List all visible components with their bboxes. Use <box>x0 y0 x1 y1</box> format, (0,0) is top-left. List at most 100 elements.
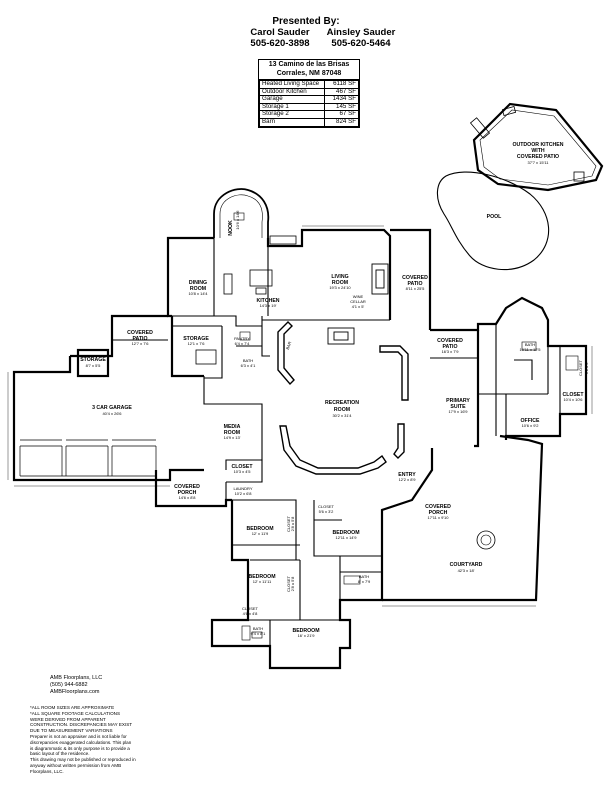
covered-patio-right-label: COVERED <box>402 275 428 281</box>
bedroom-1-label: BEDROOM <box>246 526 273 532</box>
kitchen-fixtures <box>195 235 297 365</box>
room-labels: OUTDOOR KITCHEN WITH COVERED PATIO 37'7 … <box>80 142 589 638</box>
closet-b-dim: 10'4 x 10'6 <box>563 397 583 402</box>
storage-house-dim: 12'1 x 7'6 <box>188 341 206 346</box>
primary-suite-label: PRIMARY <box>446 398 470 404</box>
agent-name: Carol Sauder <box>250 27 310 38</box>
closet-bed3-label: CLOSET <box>286 575 291 592</box>
closet-bed2-dim: 5'6 x 3'2 <box>319 509 334 514</box>
pantry-dim: 6'4 x 7'4 <box>235 341 250 346</box>
covered-patio-primary-dim: 16'3 x 7'9 <box>442 349 460 354</box>
outdoor-kitchen-dim: 37'7 x 15'11 <box>527 160 549 165</box>
closet-hall-label: CLOSET <box>231 464 253 470</box>
credit-website: AMBFloorplans.com <box>50 689 100 695</box>
covered-patio-primary-label-2: PATIO <box>442 344 457 350</box>
disclaimer-line: *ALL ROOM SIZES ARE APPROXIMATE <box>30 705 115 710</box>
nook-bay <box>213 188 270 238</box>
disclaimer-line: Floorplans, LLC. <box>30 768 64 774</box>
storage-garage-label: STORAGE <box>80 357 106 363</box>
living-dim: 19'3 x 24'10 <box>329 285 351 290</box>
agent-phone: 505-620-5464 <box>331 38 391 49</box>
covered-patio-right-dim: 8'11 x 25'5 <box>406 286 426 291</box>
closet-a-dim: 9'1 x 6' <box>584 362 589 375</box>
courtyard-dim: 42'3 x 18' <box>458 568 475 573</box>
covered-porch-entry-label: COVERED <box>425 504 451 510</box>
outdoor-kitchen-structure <box>469 102 604 192</box>
closet-bed2-label: CLOSET <box>318 504 335 509</box>
closet-b-label: CLOSET <box>562 392 584 398</box>
disclaimer-line: is diagrammatic & its only purpose is to… <box>30 745 130 751</box>
bedroom-1-dim: 12' x 11'9 <box>252 531 269 536</box>
presented-by-heading: Presented By: <box>272 16 340 27</box>
covered-patio-left-dim: 12'7 x 7'6 <box>132 341 150 346</box>
dining-dim: 10'8 x 14'4 <box>188 291 208 296</box>
storage-house-label: STORAGE <box>183 336 209 342</box>
agent-card-2: Ainsley Sauder 505-620-5464 <box>316 27 406 49</box>
pool-shape <box>436 171 550 271</box>
credit-company: AMB Floorplans, LLC <box>50 675 103 681</box>
bedroom-2-label: BEDROOM <box>332 530 359 536</box>
closet-bed4-label: CLOSET <box>242 606 259 611</box>
outdoor-kitchen-label-2: WITH <box>531 148 545 154</box>
bath-bed2-label: BATH <box>359 574 369 579</box>
entry-dim: 12'2 x 8'9 <box>399 477 417 482</box>
disclaimer-line: This drawing may not be published or rep… <box>30 757 136 763</box>
media-room-dim: 14'9 x 13' <box>224 435 241 440</box>
bath-bed4-label: BATH <box>253 626 263 631</box>
recreation-room-dim: 30'2 x 31'4 <box>332 413 352 418</box>
area-label: Barn <box>258 117 326 127</box>
wine-cellar-label-2: CELLAR <box>350 299 366 304</box>
disclaimer-line: DUE TO MEASUREMENT VARIATIONS <box>30 728 113 734</box>
area-summary-box: 13 Camino de las Brisas Corrales, NM 870… <box>258 59 360 128</box>
kitchen-label: KITCHEN <box>256 298 279 304</box>
credit-phone: (505) 944-6882 <box>50 682 88 688</box>
bedroom-3-label: BEDROOM <box>248 574 275 580</box>
media-room-label-2: ROOM <box>224 430 240 436</box>
living-label: LIVING <box>331 274 348 280</box>
preparer-credit: AMB Floorplans, LLC (505) 944-6882 AMBFl… <box>50 675 102 696</box>
covered-porch-left-label: COVERED <box>174 484 200 490</box>
agent-card-1: Carol Sauder 505-620-3898 <box>240 27 320 49</box>
primary-bath-label: BATH <box>525 342 535 347</box>
disclaimer-line: discrepancies exaggerated calculations. … <box>30 739 132 745</box>
pantry-label: PANTRY <box>234 336 250 341</box>
area-value: 824 SF <box>324 117 359 127</box>
property-address: 13 Camino de las Brisas Corrales, NM 870… <box>259 60 359 80</box>
address-line-1: 13 Camino de las Brisas <box>268 61 350 68</box>
office-dim: 10'6 x 9'2 <box>522 423 540 428</box>
outdoor-kitchen-label: OUTDOOR KITCHEN <box>512 142 563 148</box>
disclaimer-line: basic layout of the residence. <box>30 751 90 757</box>
bath-half-label: BATH <box>243 358 253 363</box>
address-line-2: Corrales, NM 87048 <box>276 69 342 77</box>
disclaimer-text: *ALL ROOM SIZES ARE APPROXIMATE *ALL SQU… <box>30 705 280 775</box>
primary-bath-dim: 19'11 x 12'5 <box>519 347 541 352</box>
closet-hall-dim: 10'3 x 4'5 <box>234 469 252 474</box>
wine-cellar-label: WINE <box>353 294 364 299</box>
laundry-dim: 10'2 x 6'8 <box>235 491 253 496</box>
closet-bed3-dim: 2'8 x 5'8 <box>290 576 295 591</box>
pool-label: POOL <box>487 214 503 220</box>
bedroom-3-dim: 12' x 11'11 <box>253 579 272 584</box>
covered-patio-primary-label: COVERED <box>437 338 463 344</box>
nook-dim: 10'6 x 14'6 <box>235 210 240 230</box>
disclaimer-line: CONSTRUCTION. DISCREPANCIES MAY EXIST <box>30 722 133 728</box>
covered-porch-left-label-2: PORCH <box>178 490 197 496</box>
bedroom-4-dim: 16' x 21'9 <box>298 633 316 638</box>
entry-label: ENTRY <box>398 472 416 478</box>
living-label-2: ROOM <box>332 280 348 286</box>
bath-bed2-dim: 8' x 7'9 <box>358 579 371 584</box>
courtyard-fountain <box>476 530 496 550</box>
wine-cellar-dim: 4'1 x 5' <box>352 304 365 309</box>
covered-porch-left-dim: 14'6 x 8'8 <box>179 495 197 500</box>
disclaimer-line: anyway without written permission from A… <box>30 762 122 768</box>
garage-doors <box>19 439 157 477</box>
media-room-label: MEDIA <box>224 424 241 430</box>
primary-suite-dim: 17'9 x 16'9 <box>448 409 468 414</box>
courtyard-label: COURTYARD <box>450 562 483 568</box>
garage-label: 3 CAR GARAGE <box>92 405 132 411</box>
recreation-room-label: RECREATION <box>325 400 359 406</box>
closet-bed1-dim: 2'8 x 5'8 <box>290 516 295 531</box>
